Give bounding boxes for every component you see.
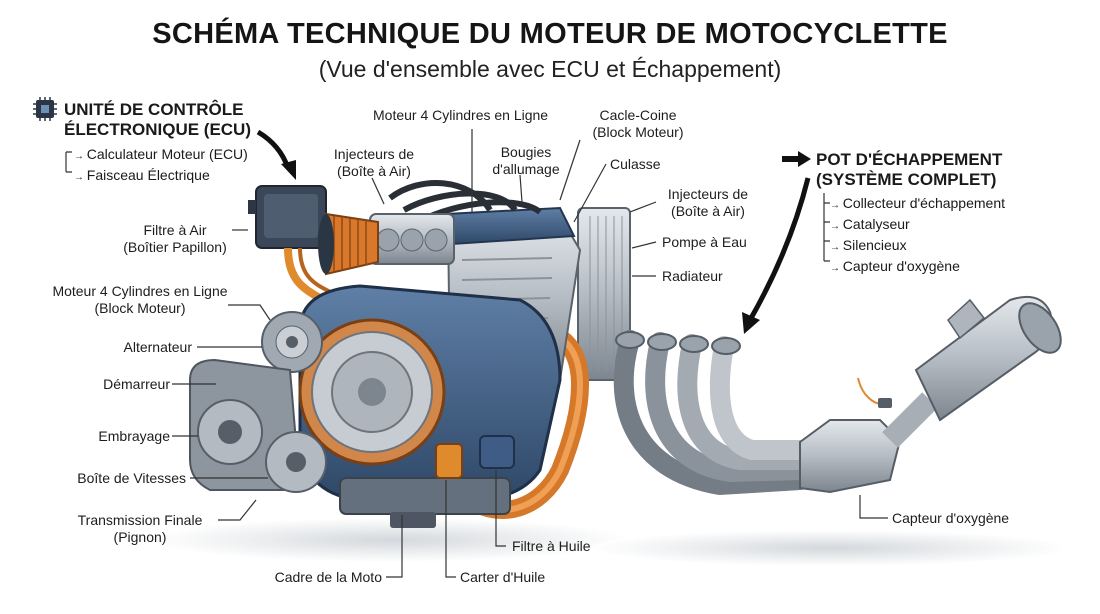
label-moteur-top: Moteur 4 Cylindres en Ligne xyxy=(373,107,549,123)
list-item: Capteur d'oxygène xyxy=(830,257,1005,278)
label-demarreur: Démarreur xyxy=(103,376,170,392)
exhaust-heading: POT D'ÉCHAPPEMENT (SYSTÈME COMPLET) xyxy=(816,150,1003,189)
list-item: Catalyseur xyxy=(830,215,1005,236)
ecu-box xyxy=(248,185,327,249)
ground-shadow-engine xyxy=(150,518,630,562)
list-item: Calculateur Moteur (ECU) xyxy=(74,145,248,166)
label-cadre: Cadre de la Moto xyxy=(274,569,382,585)
label-injecteurs-left: Injecteurs de(Boîte à Air) xyxy=(333,146,415,179)
label-capteur-oxygene: Capteur d'oxygène xyxy=(892,510,1010,526)
page-title: SCHÉMA TECHNIQUE DU MOTEUR DE MOTOCYCLET… xyxy=(152,18,948,50)
list-item: Collecteur d'échappement xyxy=(830,194,1005,215)
list-item: Faisceau Électrique xyxy=(74,166,248,187)
air-filter xyxy=(318,212,379,276)
ground-shadow-exhaust xyxy=(590,530,1070,566)
exhaust-items: Collecteur d'échappement Catalyseur Sile… xyxy=(830,194,1005,278)
ecu-heading: UNITÉ DE CONTRÔLE ÉLECTRONIQUE (ECU) xyxy=(64,100,251,139)
label-moteur-block-left: Moteur 4 Cylindres en Ligne(Block Moteur… xyxy=(52,283,228,316)
label-boite-vitesses: Boîte de Vitesses xyxy=(77,470,186,486)
alternator xyxy=(261,311,323,373)
label-transmission: Transmission Finale(Pignon) xyxy=(77,512,203,545)
throttle-bodies xyxy=(369,213,455,265)
exhaust-arrow xyxy=(747,177,811,322)
arrow-right-icon xyxy=(782,151,811,167)
clutch-cover xyxy=(298,318,446,466)
label-alternateur: Alternateur xyxy=(123,339,192,355)
label-cacle-coine: Cacle-Coine(Block Moteur) xyxy=(592,107,684,140)
label-radiateur: Radiateur xyxy=(662,268,723,284)
label-carter: Carter d'Huile xyxy=(460,569,546,585)
ecu-arrow xyxy=(256,129,291,169)
chip-icon xyxy=(33,97,57,121)
label-injecteurs-right: Injecteurs de(Boîte à Air) xyxy=(667,186,749,219)
ecu-items: Calculateur Moteur (ECU) Faisceau Électr… xyxy=(74,145,248,187)
label-embrayage: Embrayage xyxy=(98,428,170,444)
list-item: Silencieux xyxy=(830,236,1005,257)
water-pump xyxy=(479,435,515,469)
label-pompe-eau: Pompe à Eau xyxy=(662,234,747,250)
exhaust-system xyxy=(613,296,1062,496)
oil-filter xyxy=(435,443,463,479)
label-filtre-air: Filtre à Air(Boîtier Papillon) xyxy=(123,222,227,255)
page-subtitle: (Vue d'ensemble avec ECU et Échappement) xyxy=(318,56,782,82)
label-filtre-huile: Filtre à Huile xyxy=(512,538,591,554)
label-culasse: Culasse xyxy=(610,156,661,172)
gearbox xyxy=(189,358,327,493)
